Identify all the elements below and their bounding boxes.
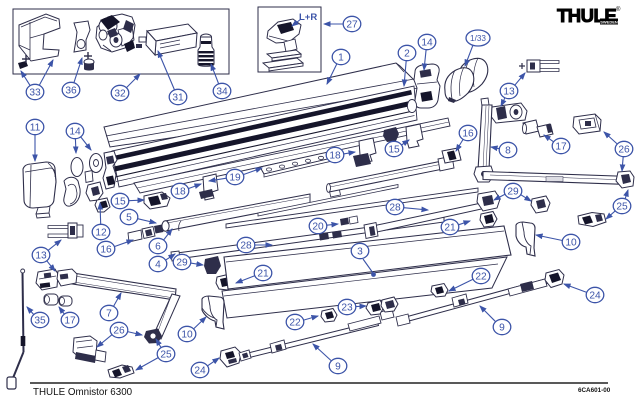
svg-text:8: 8 bbox=[505, 146, 511, 157]
svg-text:4: 4 bbox=[155, 260, 161, 271]
svg-text:22: 22 bbox=[289, 318, 301, 329]
svg-text:29: 29 bbox=[507, 187, 519, 198]
svg-text:1/33: 1/33 bbox=[470, 34, 486, 43]
svg-text:14: 14 bbox=[69, 127, 81, 138]
svg-text:17: 17 bbox=[555, 142, 567, 153]
svg-text:28: 28 bbox=[389, 203, 401, 214]
svg-text:21: 21 bbox=[257, 269, 269, 280]
svg-text:6CA601-00: 6CA601-00 bbox=[578, 387, 611, 394]
svg-text:35: 35 bbox=[34, 316, 46, 327]
svg-text:18: 18 bbox=[174, 187, 186, 198]
svg-text:13: 13 bbox=[35, 251, 47, 262]
svg-text:31: 31 bbox=[172, 93, 184, 104]
svg-text:THULE Omnistor 6300: THULE Omnistor 6300 bbox=[33, 387, 133, 398]
svg-text:22: 22 bbox=[475, 272, 487, 283]
svg-text:1: 1 bbox=[338, 53, 344, 64]
svg-text:16: 16 bbox=[100, 245, 112, 256]
svg-text:2: 2 bbox=[404, 49, 410, 60]
svg-text:18: 18 bbox=[329, 151, 341, 162]
svg-text:10: 10 bbox=[181, 330, 193, 341]
svg-text:SWEDEN: SWEDEN bbox=[600, 19, 618, 24]
svg-text:21: 21 bbox=[444, 223, 456, 234]
svg-text:25: 25 bbox=[160, 350, 172, 361]
svg-text:12: 12 bbox=[95, 228, 107, 239]
svg-text:29: 29 bbox=[176, 258, 188, 269]
svg-text:5: 5 bbox=[126, 213, 132, 224]
svg-text:33: 33 bbox=[29, 88, 41, 99]
svg-text:13: 13 bbox=[503, 87, 515, 98]
svg-text:36: 36 bbox=[65, 86, 77, 97]
svg-text:24: 24 bbox=[194, 366, 206, 377]
svg-text:23: 23 bbox=[341, 303, 353, 314]
svg-text:®: ® bbox=[616, 6, 621, 13]
svg-text:9: 9 bbox=[499, 323, 505, 334]
svg-text:15: 15 bbox=[114, 197, 126, 208]
svg-text:17: 17 bbox=[64, 316, 76, 327]
svg-text:20: 20 bbox=[312, 222, 324, 233]
svg-text:16: 16 bbox=[462, 129, 474, 140]
svg-text:9: 9 bbox=[335, 362, 341, 373]
svg-text:25: 25 bbox=[616, 202, 628, 213]
svg-text:24: 24 bbox=[589, 291, 601, 302]
svg-text:6: 6 bbox=[155, 242, 161, 253]
svg-text:11: 11 bbox=[30, 123, 41, 134]
svg-text:19: 19 bbox=[229, 173, 241, 184]
svg-text:7: 7 bbox=[106, 309, 112, 320]
svg-text:26: 26 bbox=[113, 326, 125, 337]
svg-text:26: 26 bbox=[618, 145, 630, 156]
svg-text:28: 28 bbox=[240, 241, 252, 252]
svg-text:L+R: L+R bbox=[299, 12, 317, 23]
svg-text:34: 34 bbox=[216, 87, 228, 98]
svg-text:15: 15 bbox=[388, 145, 400, 156]
svg-text:32: 32 bbox=[114, 89, 126, 100]
svg-text:3: 3 bbox=[357, 247, 363, 258]
svg-text:27: 27 bbox=[346, 20, 358, 31]
svg-text:10: 10 bbox=[565, 238, 577, 249]
svg-text:14: 14 bbox=[421, 38, 433, 49]
